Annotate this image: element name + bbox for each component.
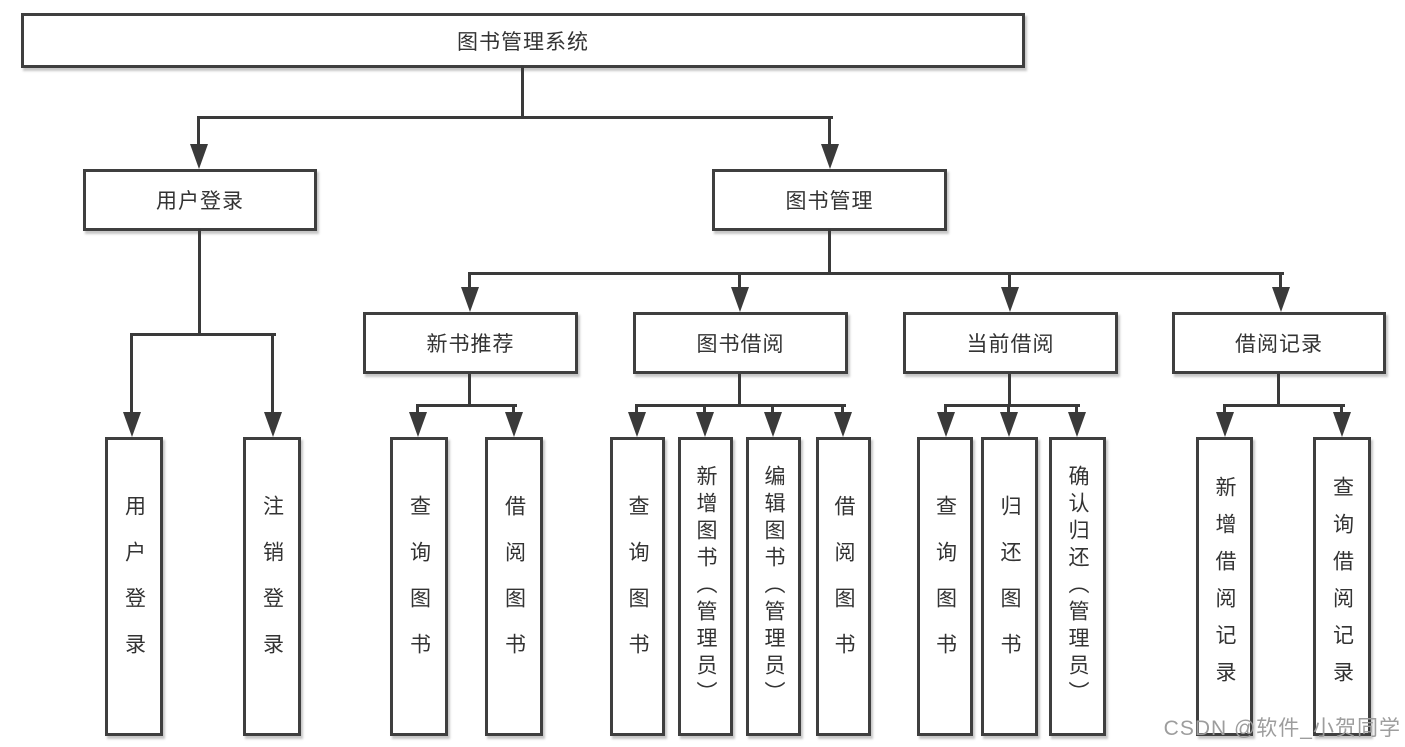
node-label: 图书管理 <box>785 190 874 213</box>
node-leaf-add-borrow-record: 新增借阅记录 <box>1196 437 1253 736</box>
edge-newrec-stub <box>468 374 471 407</box>
arrowhead-down-icon <box>696 412 714 437</box>
edge-drop <box>468 272 471 290</box>
edge-drop <box>512 404 515 416</box>
node-leaf-edit-books-admin: 编辑图书（管理员） <box>746 437 801 736</box>
node-label: 注销登录 <box>260 494 284 679</box>
node-label: 图书管理系统 <box>457 30 589 54</box>
edge-userlogin-bar <box>130 333 276 336</box>
node-user-login: 用户登录 <box>83 169 317 231</box>
edge-drop <box>944 404 947 416</box>
edge-borrowing-bar <box>635 404 846 407</box>
node-label: 当前借阅 <box>966 333 1055 356</box>
edge-records-stub <box>1277 374 1280 407</box>
node-current-borrowing: 当前借阅 <box>903 312 1118 374</box>
arrowhead-down-icon <box>123 412 141 437</box>
arrowhead-down-icon <box>731 287 749 312</box>
node-new-book-recommend: 新书推荐 <box>363 312 578 374</box>
arrowhead-down-icon <box>937 412 955 437</box>
watermark: CSDN @软件_小贺同学 <box>1163 717 1401 740</box>
node-label: 借阅记录 <box>1235 333 1323 356</box>
edge-drop <box>1008 272 1011 290</box>
arrowhead-down-icon <box>1272 287 1290 312</box>
node-label: 用户登录 <box>122 494 146 679</box>
edge-userlogin-stub <box>198 229 201 335</box>
arrowhead-down-icon <box>834 412 852 437</box>
edge-current-bar <box>944 404 1080 407</box>
arrowhead-down-icon <box>264 412 282 437</box>
edge-newrec-bar <box>416 404 517 407</box>
node-leaf-query-books-current: 查询图书 <box>917 437 973 736</box>
node-label: 新增借阅记录 <box>1213 475 1236 698</box>
edge-root-stub <box>521 66 524 118</box>
node-leaf-return-books: 归还图书 <box>981 437 1038 736</box>
node-label: 查询借阅记录 <box>1330 475 1354 698</box>
arrowhead-down-icon <box>461 287 479 312</box>
edge-drop <box>271 333 274 415</box>
node-book-management: 图书管理 <box>712 169 947 231</box>
node-leaf-user-login: 用户登录 <box>105 437 163 736</box>
edge-drop <box>1340 404 1343 416</box>
node-label: 借阅图书 <box>832 494 855 679</box>
node-leaf-query-books-recommend: 查询图书 <box>390 437 448 736</box>
arrowhead-down-icon <box>1333 412 1351 437</box>
edge-drop <box>130 333 133 415</box>
arrowhead-down-icon <box>1000 412 1018 437</box>
node-label: 新增图书（管理员） <box>694 465 717 708</box>
node-label: 用户登录 <box>156 190 244 213</box>
node-leaf-borrow-books-recommend: 借阅图书 <box>485 437 543 736</box>
edge-drop <box>828 116 831 146</box>
edge-records-bar <box>1223 404 1345 407</box>
edge-drop <box>416 404 419 416</box>
arrowhead-down-icon <box>1216 412 1234 437</box>
arrowhead-down-icon <box>628 412 646 437</box>
edge-bookmgmt-bar <box>468 272 1284 275</box>
edge-drop <box>841 404 844 416</box>
node-label: 图书借阅 <box>696 333 785 356</box>
arrowhead-down-icon <box>409 412 427 437</box>
edge-drop <box>1007 404 1010 416</box>
node-label: 新书推荐 <box>426 333 515 356</box>
edge-drop <box>1279 272 1282 290</box>
node-book-borrowing: 图书借阅 <box>633 312 848 374</box>
node-leaf-query-books-borrowing: 查询图书 <box>610 437 665 736</box>
arrowhead-down-icon <box>821 144 839 169</box>
edge-borrowing-stub <box>738 374 741 407</box>
node-label: 编辑图书（管理员） <box>762 465 785 708</box>
arrowhead-down-icon <box>1001 287 1019 312</box>
edge-bookmgmt-stub <box>828 229 831 274</box>
edge-drop <box>635 404 638 416</box>
node-leaf-add-books-admin: 新增图书（管理员） <box>678 437 733 736</box>
arrowhead-down-icon <box>505 412 523 437</box>
node-label: 借阅图书 <box>502 494 526 679</box>
node-root-library-system: 图书管理系统 <box>21 13 1025 68</box>
node-borrowing-records: 借阅记录 <box>1172 312 1386 374</box>
node-label: 查询图书 <box>933 494 957 679</box>
node-leaf-query-borrow-record: 查询借阅记录 <box>1313 437 1371 736</box>
node-label: 确认归还（管理员） <box>1066 465 1089 708</box>
edge-drop <box>1075 404 1078 416</box>
arrowhead-down-icon <box>1068 412 1086 437</box>
node-label: 查询图书 <box>407 494 431 679</box>
edge-drop <box>1223 404 1226 416</box>
node-label: 归还图书 <box>998 494 1021 679</box>
node-leaf-logout: 注销登录 <box>243 437 301 736</box>
edge-drop <box>197 116 200 146</box>
node-leaf-confirm-return-admin: 确认归还（管理员） <box>1049 437 1106 736</box>
edge-drop <box>703 404 706 416</box>
node-label: 查询图书 <box>626 494 649 679</box>
arrowhead-down-icon <box>190 144 208 169</box>
edge-root-bar <box>197 116 833 119</box>
node-leaf-borrow-books: 借阅图书 <box>816 437 871 736</box>
edge-drop <box>738 272 741 290</box>
edge-drop <box>771 404 774 416</box>
edge-current-stub <box>1008 374 1011 407</box>
arrowhead-down-icon <box>764 412 782 437</box>
